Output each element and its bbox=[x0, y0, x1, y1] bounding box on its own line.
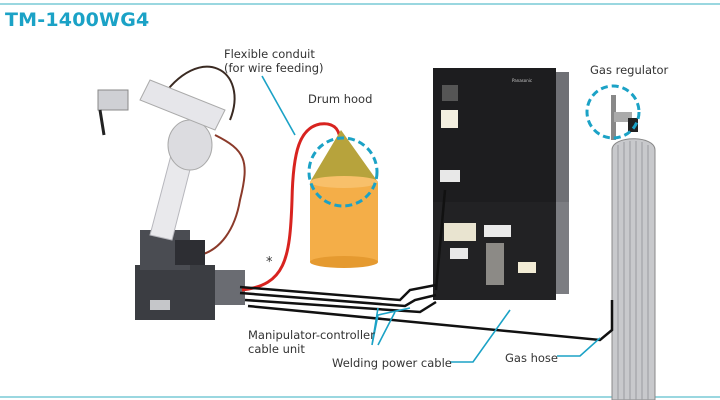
callout-leaders bbox=[261, 75, 601, 363]
gas-regulator-label: Gas regulator bbox=[590, 63, 669, 77]
flexible-conduit-line1: Flexible conduit bbox=[224, 47, 315, 61]
drum-hood-label: Drum hood bbox=[308, 92, 373, 106]
svg-text:Panasonic: Panasonic bbox=[512, 78, 532, 83]
drum-hood-illustration bbox=[307, 130, 379, 268]
asterisk-note: * bbox=[266, 255, 273, 270]
gas-hose-label: Gas hose bbox=[505, 351, 558, 365]
manipulator-cable-line2: cable unit bbox=[248, 342, 305, 356]
robot-arm bbox=[97, 65, 246, 320]
top-rule bbox=[0, 3, 720, 5]
manipulator-cable-label: Manipulator-controller cable unit bbox=[248, 328, 375, 356]
flexible-conduit bbox=[241, 122, 342, 292]
cables bbox=[239, 189, 614, 342]
welding-controller: Panasonic bbox=[433, 68, 569, 300]
flexible-conduit-line2: (for wire feeding) bbox=[224, 61, 324, 75]
flexible-conduit-label: Flexible conduit (for wire feeding) bbox=[224, 47, 324, 75]
gas-cylinder bbox=[585, 84, 656, 400]
diagram-title: TM-1400WG4 bbox=[5, 9, 150, 31]
bottom-rule bbox=[0, 396, 720, 398]
manipulator-cable-line1: Manipulator-controller bbox=[248, 328, 375, 342]
welding-power-cable-label: Welding power cable bbox=[332, 356, 452, 370]
